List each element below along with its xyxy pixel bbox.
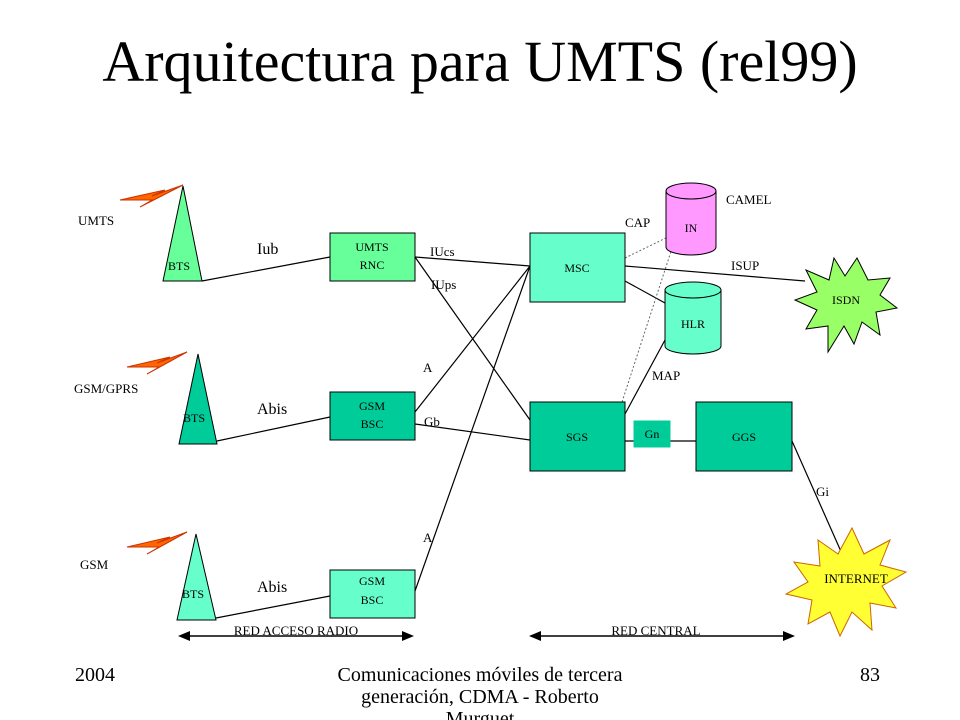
sgs-label: SGS xyxy=(566,430,588,444)
camel-label: CAMEL xyxy=(726,192,772,207)
footer-page-number: 83 xyxy=(860,664,880,686)
bts-tower-umts xyxy=(162,185,203,282)
link-gb xyxy=(414,423,531,441)
link-isup xyxy=(624,265,806,282)
access-label-gsm-gprs: GSM/GPRS xyxy=(74,381,138,396)
umts-rnc-node: UMTS RNC xyxy=(329,232,416,282)
msc-label: MSC xyxy=(564,261,589,275)
gn-label: Gn xyxy=(645,427,660,441)
bsc2-label-line1: GSM xyxy=(359,574,385,588)
footer-course-title: Comunicaciones móviles de tercera genera… xyxy=(337,664,623,720)
footer-year: 2004 xyxy=(75,664,115,686)
bsc2-label-line2: BSC xyxy=(361,593,384,607)
iub-label: Iub xyxy=(257,241,278,258)
red-central-label: RED CENTRAL xyxy=(611,623,700,638)
bts-tower-gsm xyxy=(176,533,217,621)
internet-label: INTERNET xyxy=(824,571,888,586)
cap-label: CAP xyxy=(625,215,650,230)
link-msc-hlr xyxy=(624,280,666,304)
abis-label-1: Abis xyxy=(257,401,287,418)
isdn-label: ISDN xyxy=(832,293,860,307)
ggs-node: GGS xyxy=(695,401,793,472)
bts-tower-gsm-gprs xyxy=(178,353,218,445)
red-acceso-arrow xyxy=(178,631,414,641)
gn-node: Gn xyxy=(633,420,671,448)
isdn-network-node: ISDN xyxy=(793,256,899,354)
gsm-bsc-node-2: GSM BSC xyxy=(329,569,416,619)
bsc1-label-line2: BSC xyxy=(361,417,384,431)
link-iucs xyxy=(414,256,531,267)
bts-label-gsm: BTS xyxy=(182,587,204,601)
isup-label: ISUP xyxy=(731,258,759,273)
iucs-label: IUcs xyxy=(430,244,455,259)
link-bts-bsc-2 xyxy=(215,595,331,619)
hlr-database-node: HLR xyxy=(664,281,722,355)
bts-label-umts: BTS xyxy=(168,259,190,273)
internet-network-node: INTERNET xyxy=(784,526,908,638)
link-a-1 xyxy=(414,265,531,413)
access-label-gsm: GSM xyxy=(80,557,109,572)
link-map xyxy=(624,339,666,415)
hlr-label: HLR xyxy=(681,317,705,331)
slide-title: Arquitectura para UMTS (rel99) xyxy=(102,29,858,94)
link-cap-msc xyxy=(624,235,671,259)
gb-label: Gb xyxy=(424,414,440,429)
link-cap-sgs xyxy=(621,235,677,403)
abis-label-2: Abis xyxy=(257,579,287,596)
a-label-1: A xyxy=(423,360,433,375)
in-database-node: IN xyxy=(665,182,717,256)
gsm-bsc-node-1: GSM BSC xyxy=(329,391,416,441)
rnc-label-line2: RNC xyxy=(360,258,385,272)
link-bts-rnc xyxy=(201,256,331,282)
sgs-node: SGS xyxy=(529,401,626,472)
gi-label: Gi xyxy=(816,484,829,499)
lightning-icon-umts xyxy=(119,184,184,208)
red-central-arrow xyxy=(529,631,795,641)
in-label: IN xyxy=(685,221,698,235)
lightning-icon-gsm xyxy=(126,531,188,555)
red-acceso-label: RED ACCESO RADIO xyxy=(234,623,358,638)
msc-node: MSC xyxy=(529,232,626,303)
link-bts-bsc-1 xyxy=(216,416,331,442)
bsc1-label-line1: GSM xyxy=(359,399,385,413)
a-label-2: A xyxy=(423,530,433,545)
link-a-2 xyxy=(414,265,531,592)
access-label-umts: UMTS xyxy=(78,213,114,228)
ggs-label: GGS xyxy=(732,430,756,444)
rnc-label-line1: UMTS xyxy=(355,240,388,254)
link-gi xyxy=(791,440,844,557)
map-label: MAP xyxy=(652,368,680,383)
iups-label: IUps xyxy=(431,277,456,292)
lightning-icon-gsm-gprs xyxy=(126,351,188,375)
bts-label-gsm-gprs: BTS xyxy=(183,411,205,425)
